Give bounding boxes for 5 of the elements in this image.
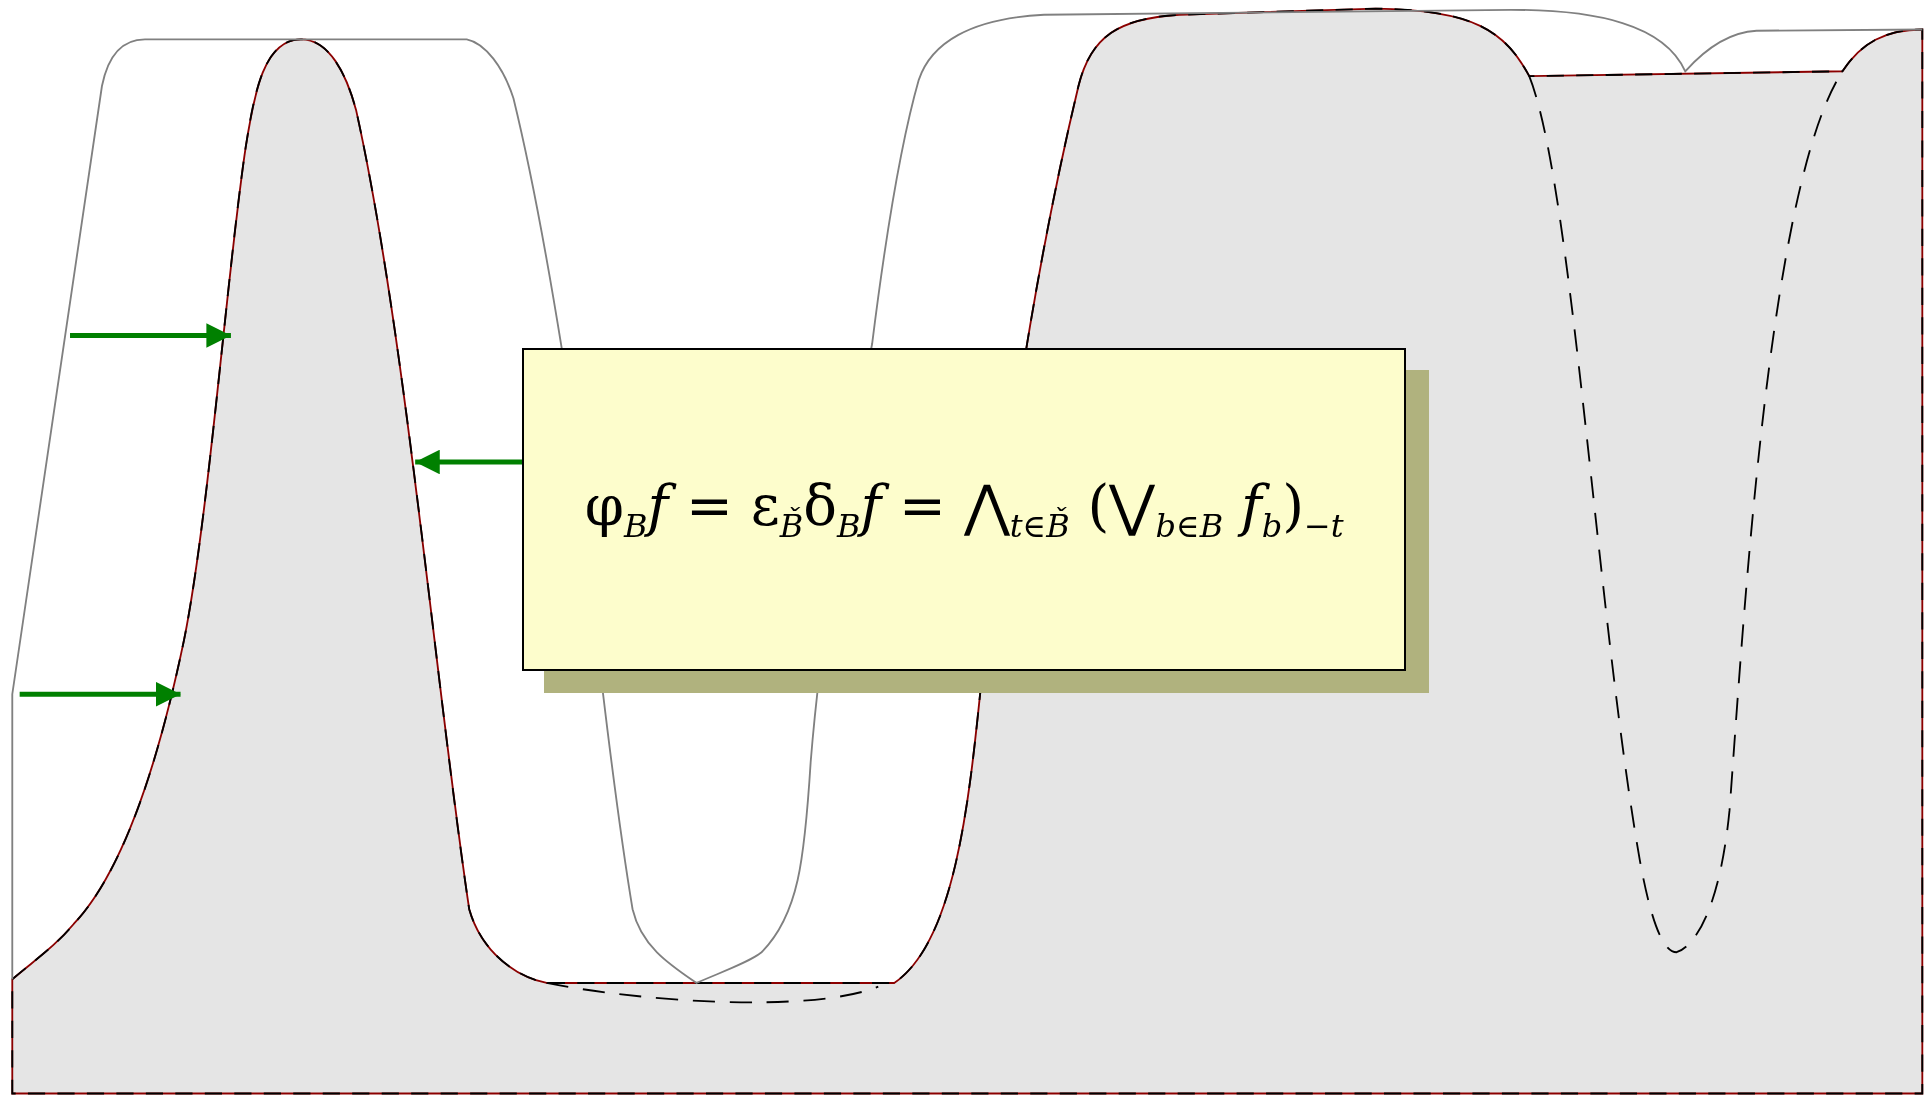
formula: φ$_{B}$f = ε$_{B̌}$δ$_{B}$f = ⋀$_{t∈B̌}$ (⋁$_{b∈B}$ f$_{b}$)$_{−t}$ [584, 473, 1344, 546]
formula-box [522, 347, 1407, 671]
arrow [19, 681, 181, 707]
arrow [70, 323, 231, 348]
arrow [415, 449, 523, 475]
